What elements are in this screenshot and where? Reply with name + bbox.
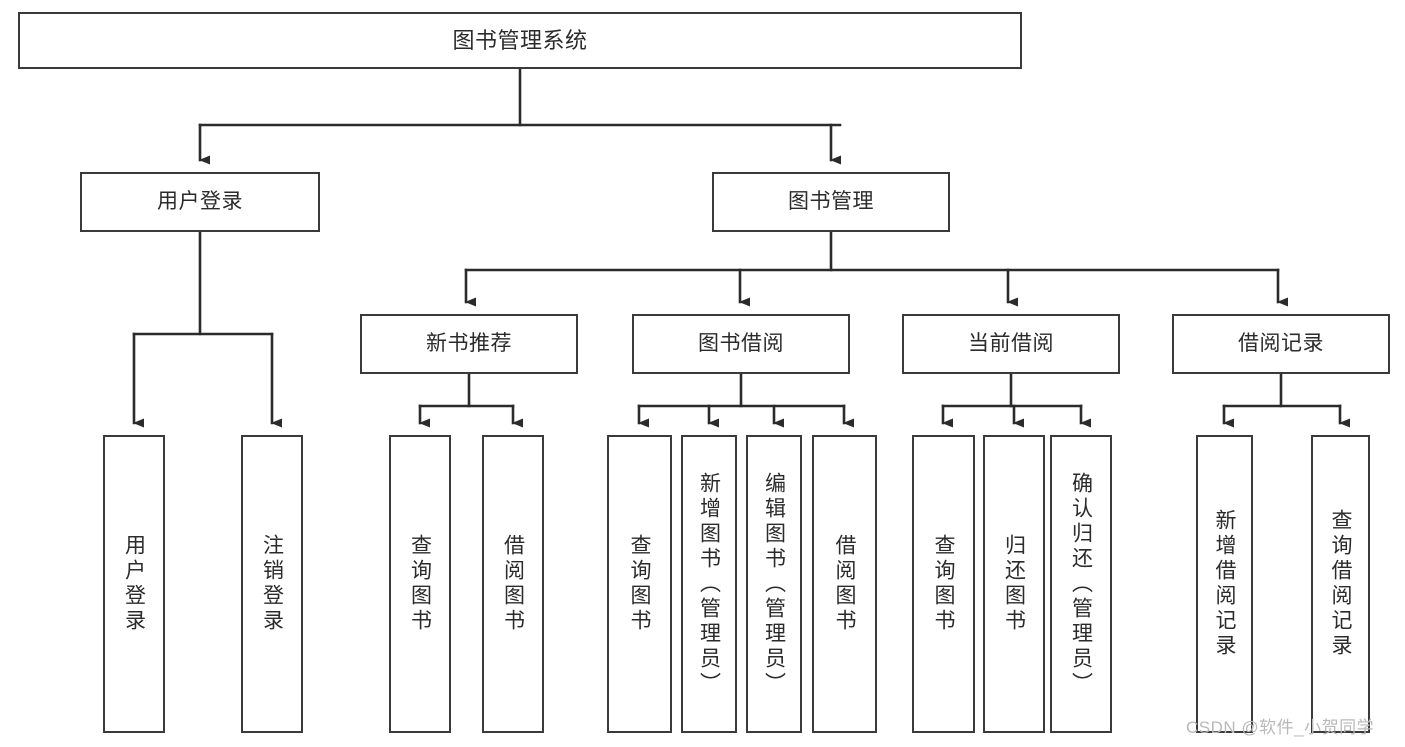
node-book-borrow[interactable]: 图书借阅 (632, 314, 850, 374)
node-label: 图书借阅 (698, 331, 784, 355)
leaf-borrow-edit-book-admin[interactable]: 编辑图书（管理员） (746, 435, 802, 733)
node-current-borrow[interactable]: 当前借阅 (902, 314, 1120, 374)
leaf-records-query-record[interactable]: 查询借阅记录 (1311, 435, 1370, 733)
node-label: 用户登录 (122, 534, 146, 634)
node-label: 新增借阅记录 (1213, 509, 1236, 659)
leaf-borrow-query-book[interactable]: 查询图书 (607, 435, 672, 733)
leaf-current-return-book[interactable]: 归还图书 (983, 435, 1045, 733)
csdn-watermark: CSDN @软件_小贺同学 (1186, 718, 1375, 737)
node-label: 查询图书 (932, 534, 955, 634)
node-label: 借阅记录 (1238, 331, 1324, 355)
node-label: 查询图书 (628, 534, 651, 634)
node-root-system[interactable]: 图书管理系统 (18, 12, 1022, 69)
node-user-login[interactable]: 用户登录 (80, 172, 320, 232)
node-label: 查询借阅记录 (1329, 509, 1352, 659)
node-label: 用户登录 (157, 189, 243, 213)
node-label: 新增图书（管理员） (697, 471, 721, 697)
leaf-newbook-borrow-book[interactable]: 借阅图书 (482, 435, 544, 733)
node-label: 编辑图书（管理员） (762, 471, 786, 697)
node-label: 归还图书 (1002, 534, 1026, 634)
leaf-current-confirm-return-admin[interactable]: 确认归还（管理员） (1050, 435, 1112, 733)
leaf-borrow-lend-book[interactable]: 借阅图书 (812, 435, 877, 733)
leaf-newbook-query-book[interactable]: 查询图书 (389, 435, 451, 733)
node-label: 新书推荐 (426, 331, 512, 355)
node-new-book-recommend[interactable]: 新书推荐 (360, 314, 578, 374)
node-label: 借阅图书 (833, 534, 856, 634)
node-book-management[interactable]: 图书管理 (712, 172, 950, 232)
leaf-current-query-book[interactable]: 查询图书 (912, 435, 975, 733)
node-label: 当前借阅 (968, 331, 1054, 355)
node-label: 确认归还（管理员） (1069, 471, 1093, 697)
node-label: 图书管理 (788, 189, 874, 213)
node-label: 查询图书 (408, 534, 432, 634)
node-borrow-records[interactable]: 借阅记录 (1172, 314, 1390, 374)
leaf-user-logout[interactable]: 注销登录 (241, 435, 303, 733)
leaf-records-add-record[interactable]: 新增借阅记录 (1196, 435, 1253, 733)
leaf-user-login[interactable]: 用户登录 (103, 435, 165, 733)
node-label: 借阅图书 (501, 534, 525, 634)
node-label: 图书管理系统 (452, 27, 588, 53)
leaf-borrow-add-book-admin[interactable]: 新增图书（管理员） (681, 435, 737, 733)
node-label: 注销登录 (260, 534, 284, 634)
